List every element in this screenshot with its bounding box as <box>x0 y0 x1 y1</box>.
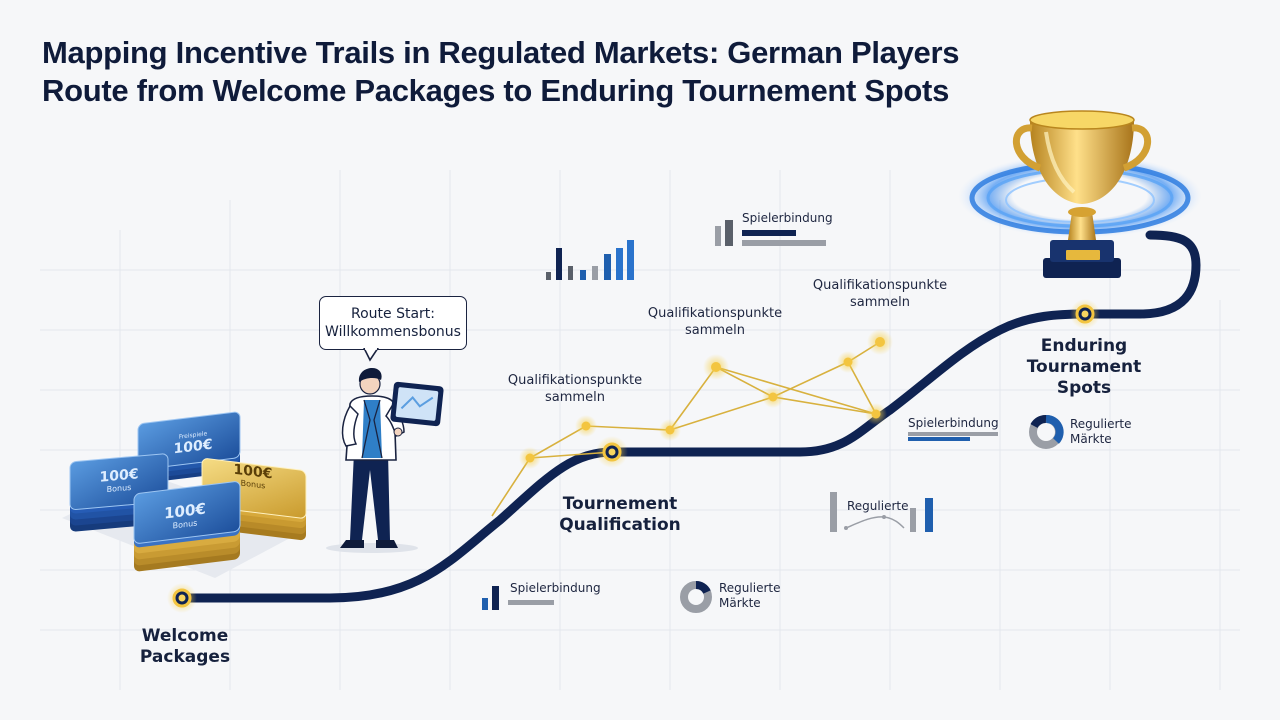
title-line-2: Route from Welcome Packages to Enduring … <box>42 73 950 108</box>
label-spielerbindung-bottom: Spielerbindung <box>510 581 601 595</box>
retention-widget-mid <box>908 432 998 441</box>
regulierte-bottom-line-2: Märkte <box>719 596 761 610</box>
network-nodes <box>519 329 893 469</box>
label-tournament-qualification: Tournement Qualification <box>540 494 700 536</box>
milestone-node-enduring <box>1070 299 1100 329</box>
milestone-node-welcome <box>167 583 197 613</box>
enduring-line-1: Enduring <box>1040 336 1128 356</box>
annotation-qualification-points-3: Qualifikationspunkte sammeln <box>810 277 950 311</box>
bar-chart-icon-top <box>546 240 634 280</box>
label-regulierte-chart: Regulierte <box>847 499 909 513</box>
route-start-callout: Route Start: Willkommensbonus <box>319 296 467 350</box>
label-spielerbindung-mid: Spielerbindung <box>908 416 999 430</box>
page-title: Mapping Incentive Trails in Regulated Ma… <box>42 34 1142 110</box>
callout-line-2: Willkommensbonus <box>325 324 461 340</box>
bonus-cards-icon <box>62 411 307 578</box>
donut-chart-icon-mid <box>1029 415 1064 449</box>
donut-chart-icon-bottom <box>680 581 712 613</box>
label-regulierte-maerkte-bottom: Regulierte Märkte <box>719 581 780 611</box>
annotation-qualification-points-2: Qualifikationspunkte sammeln <box>645 305 785 339</box>
welcome-line-1: Welcome <box>141 626 229 646</box>
qual-2-line-2: sammeln <box>685 323 745 338</box>
annotation-qualification-points-1: Qualifikationspunkte sammeln <box>505 372 645 406</box>
trophy-icon <box>958 110 1202 278</box>
callout-pointer <box>363 348 379 362</box>
enduring-line-2: Tournament Spots <box>1026 357 1142 398</box>
title-line-1: Mapping Incentive Trails in Regulated Ma… <box>42 35 960 70</box>
label-spielerbindung-top: Spielerbindung <box>742 211 833 225</box>
person-with-tablet-icon <box>326 368 444 553</box>
regulierte-mid-line-2: Märkte <box>1070 432 1112 446</box>
qualification-network <box>491 341 881 517</box>
regulierte-bottom-line-1: Regulierte <box>719 581 781 595</box>
regulierte-line-chart-icon <box>830 492 933 532</box>
regulierte-mid-line-1: Regulierte <box>1070 417 1132 431</box>
qualification-line-1: Tournement <box>562 494 678 514</box>
qual-3-line-2: sammeln <box>850 295 910 310</box>
retention-widget-bottom <box>482 586 554 610</box>
qual-1-line-2: sammeln <box>545 390 605 405</box>
qual-2-line-1: Qualifikationspunkte <box>647 306 783 321</box>
qual-1-line-1: Qualifikationspunkte <box>507 373 643 388</box>
retention-widget-top <box>715 220 826 246</box>
label-regulierte-maerkte-mid: Regulierte Märkte <box>1070 417 1131 447</box>
label-welcome-packages: Welcome Packages <box>110 626 260 668</box>
milestone-node-qualification <box>596 436 628 468</box>
route-path <box>177 230 1201 603</box>
qual-3-line-1: Qualifikationspunkte <box>812 278 948 293</box>
qualification-line-2: Qualification <box>559 515 681 535</box>
welcome-line-2: Packages <box>139 647 231 667</box>
callout-line-1: Route Start: <box>350 306 435 322</box>
label-enduring-tournament-spots: Enduring Tournament Spots <box>998 336 1170 399</box>
